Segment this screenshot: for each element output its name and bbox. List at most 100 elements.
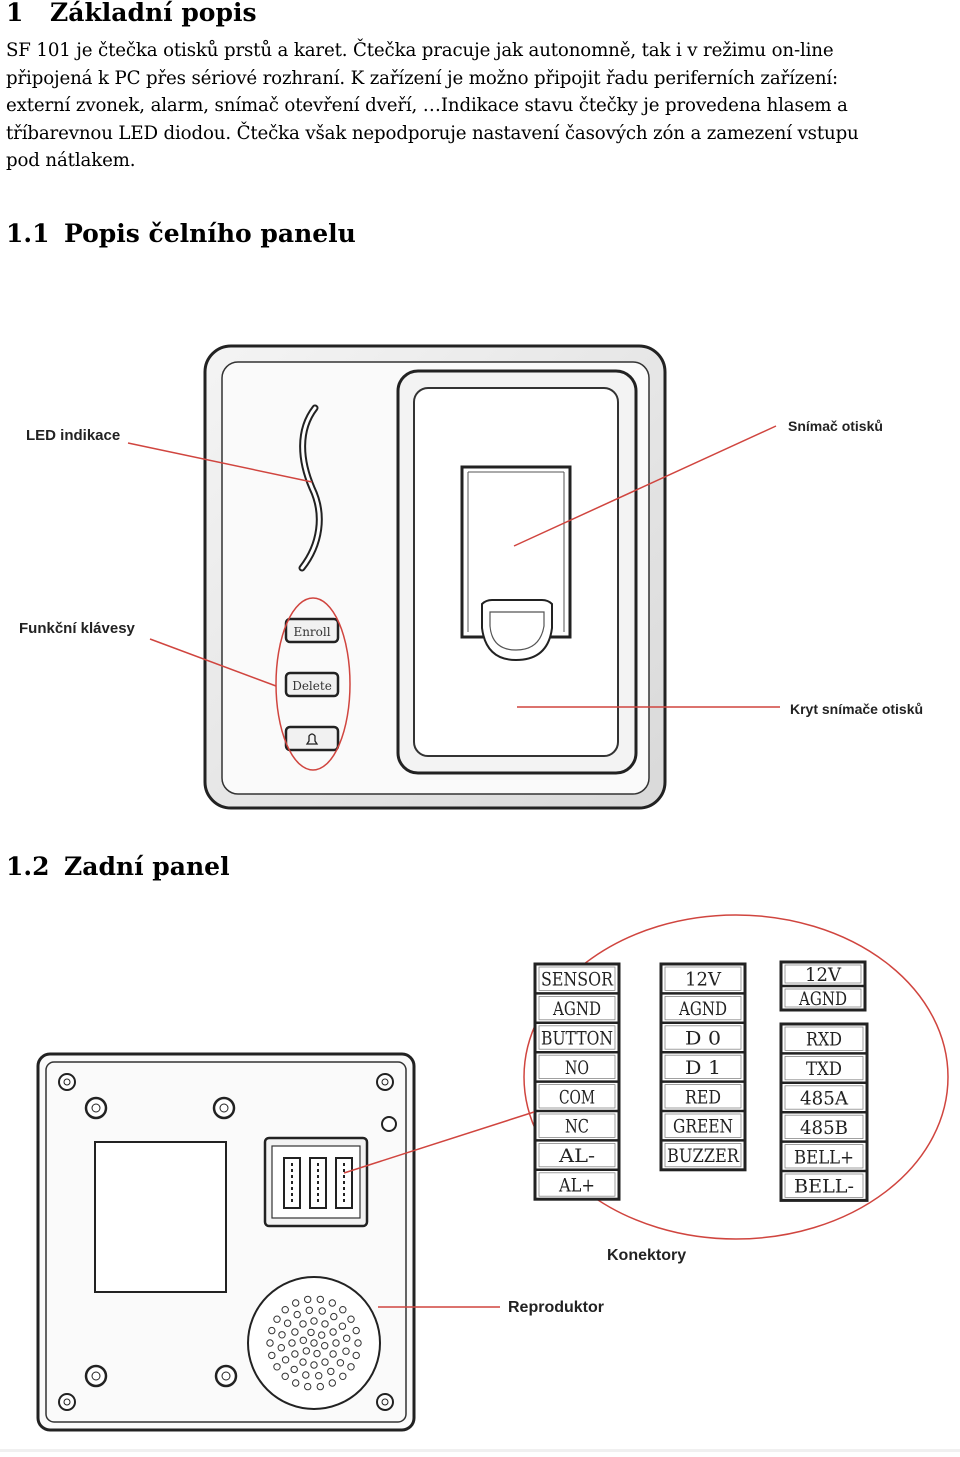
speaker-hole (277, 1344, 285, 1352)
connector-pin-label: AL+ (558, 1175, 595, 1197)
connector-pin-label: BELL- (794, 1176, 854, 1198)
connector-pin-label: D 1 (685, 1057, 721, 1079)
sensor-callout-label: Snímač otisků (788, 418, 883, 434)
speaker-hole (302, 1371, 310, 1379)
speaker-hole (310, 1339, 318, 1347)
keys-highlight (275, 597, 351, 771)
connector-pin-label: TXD (806, 1058, 842, 1080)
connector-pin-label: NO (565, 1057, 589, 1079)
speaker-holes (266, 1295, 362, 1391)
connector-pin-label: AGND (798, 988, 847, 1010)
connector-pin-label: RXD (806, 1029, 842, 1051)
connectors-callout-label: Konektory (607, 1247, 686, 1264)
intro-line: pod nátlakem. (6, 150, 136, 171)
intro-line: tříbarevnou LED diodou. Čtečka však nepo… (6, 122, 859, 144)
screw-icon (58, 1073, 76, 1091)
speaker-hole (336, 1359, 345, 1367)
led-callout-label: LED indikace (26, 427, 120, 444)
speaker-hole (342, 1347, 350, 1355)
connector-pin-label: SENSOR (541, 969, 614, 991)
screw-icon (376, 1073, 394, 1091)
speaker-hole (318, 1307, 326, 1315)
speaker-hole (330, 1312, 338, 1321)
speaker-hole (266, 1339, 274, 1347)
connector-pin-label: 485A (800, 1088, 848, 1110)
speaker-hole (273, 1315, 281, 1323)
svg-text:Delete: Delete (292, 679, 332, 693)
svg-text:Enroll: Enroll (293, 625, 330, 639)
screw-icon (212, 1096, 236, 1120)
speaker-hole (288, 1339, 296, 1347)
cover-callout-label: Kryt snímače otisků (790, 701, 923, 717)
speaker-hole (293, 1310, 301, 1319)
speaker-hole (304, 1295, 312, 1304)
speaker-hole (315, 1372, 323, 1380)
speaker-hole (321, 1320, 329, 1328)
speaker-hole (299, 1320, 307, 1328)
screw-icon (381, 1116, 397, 1132)
connector-pin-label: BUTTON (541, 1028, 613, 1050)
speaker-hole (328, 1299, 336, 1307)
speaker-hole (354, 1339, 362, 1347)
speaker-hole (329, 1350, 337, 1358)
connector-socket (309, 1157, 327, 1209)
connector-pin-label: BUZZER (667, 1145, 740, 1167)
speaker-hole (321, 1342, 329, 1350)
speaker-hole (339, 1306, 347, 1314)
screw-icon (376, 1393, 394, 1411)
speaker-hole (338, 1322, 347, 1330)
speaker-hole (291, 1328, 299, 1336)
enroll-button[interactable]: Enroll (284, 617, 340, 644)
speaker-hole (316, 1382, 324, 1391)
connector-pin-label: 12V (805, 964, 841, 986)
bell-button[interactable] (284, 725, 340, 752)
speaker-hole (283, 1319, 292, 1327)
connector-pin-label: AGND (678, 998, 727, 1020)
intro-paragraph: SF 101 je čtečka otisků prstů a karet. Č… (6, 37, 958, 175)
connector-socket (283, 1157, 301, 1209)
speaker-hole (329, 1328, 337, 1336)
speaker-hole (304, 1382, 312, 1391)
connector-pin-label: AL- (558, 1145, 595, 1167)
screw-icon (58, 1393, 76, 1411)
connector-pin-label: RED (685, 1086, 721, 1108)
speaker-hole (327, 1367, 335, 1376)
speaker-hole (273, 1363, 281, 1371)
speaker-hole (268, 1351, 276, 1360)
speaker-hole (352, 1351, 360, 1360)
connector-socket (335, 1157, 353, 1209)
keys-callout-label: Funkční klávesy (19, 620, 136, 637)
speaker-hole (307, 1328, 315, 1337)
connector-pin-label: NC (565, 1116, 589, 1138)
speaker-hole (278, 1331, 286, 1339)
speaker-hole (352, 1326, 360, 1335)
speaker-hole (291, 1350, 299, 1358)
speaker-hole (316, 1295, 324, 1304)
connector-pin-label: BELL+ (794, 1146, 854, 1168)
connectors-highlight (523, 914, 949, 1240)
speaker-hole (292, 1299, 300, 1307)
speaker-hole (310, 1317, 318, 1325)
connector-table (659, 962, 747, 1172)
speaker-hole (281, 1356, 290, 1364)
speaker-hole (268, 1326, 276, 1335)
connector-pin-label: COM (559, 1086, 595, 1108)
connector-pin-label: D 0 (685, 1028, 721, 1050)
speaker-hole (292, 1379, 300, 1387)
speaker-hole (339, 1372, 347, 1381)
speaker-hole (313, 1349, 321, 1358)
front-panel-diagram: Enroll Delete LED indikace Snímač otisků… (19, 344, 923, 810)
speaker-hole (347, 1315, 355, 1323)
intro-line: externí zvonek, alarm, snímač otevření d… (6, 95, 848, 116)
delete-button[interactable]: Delete (284, 671, 340, 698)
speaker-hole (281, 1372, 289, 1381)
speaker-hole (281, 1306, 289, 1314)
screw-icon (84, 1364, 108, 1388)
screw-icon (84, 1096, 108, 1120)
speaker-hole (299, 1336, 307, 1345)
